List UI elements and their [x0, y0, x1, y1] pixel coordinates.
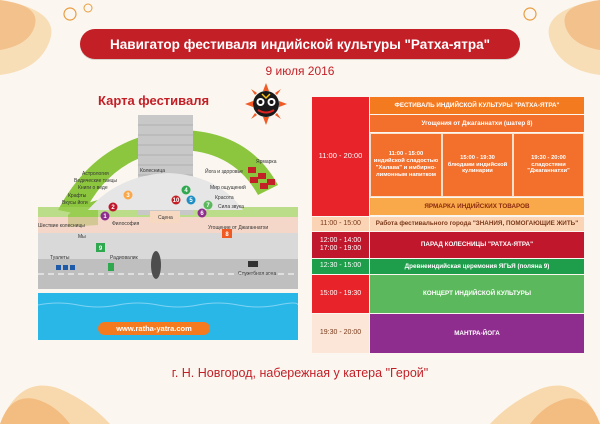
marker-5: 5 [189, 198, 193, 204]
corner-ornament-top-right [523, 0, 600, 75]
label-crafts: Крафты [68, 193, 87, 199]
festival-map: 1 2 3 4 5 6 7 8 9 10 Астрология Ведическ… [37, 115, 299, 340]
marker-2: 2 [111, 205, 115, 211]
schedule-table: 11:00 - 20:00 ФЕСТИВАЛЬ ИНДИЙСКОЙ КУЛЬТУ… [312, 97, 584, 353]
treats-header: Угощения от Джаганнатхи (шатер 8) [370, 115, 584, 132]
main-time: 11:00 - 20:00 [318, 151, 363, 161]
label-service: Служебная зона [238, 271, 276, 277]
row-4-time: 15:00 - 19:30 [312, 275, 369, 313]
row-2-time: 12:00 - 14:00 17:00 - 19:00 [312, 232, 369, 258]
label-treats: Угощение от Джаганнатхи [208, 225, 268, 231]
label-chariot: Колесница [140, 168, 165, 174]
label-yoga-power: Сила звука [218, 204, 244, 210]
row-2-event: ПАРАД КОЛЕСНИЦЫ "РАТХА-ЯТРА" [370, 232, 584, 258]
label-stage: Сцена [158, 215, 173, 221]
marker-1: 1 [103, 214, 107, 220]
label-children: Мы [78, 234, 86, 240]
marker-10: 10 [173, 198, 180, 204]
corner-ornament-bottom-right [490, 385, 600, 424]
label-festival-games: Вкусы йоги [62, 199, 88, 206]
label-yoga-health: Йога и здоровье [205, 167, 243, 175]
row-3-event: Древнеиндийская церемония ЯГЬЯ (поляна 9… [370, 259, 584, 274]
treat-2: 15:00 - 19:30 блюдами индийской кулинари… [442, 133, 513, 197]
address: г. Н. Новгород, набережная у катера "Гер… [171, 366, 429, 380]
label-vedic-dances: Ведические танцы [74, 178, 117, 184]
marker-3: 3 [126, 193, 130, 199]
label-vedic-books: Книги о веде [78, 185, 108, 191]
row-5-time: 19:30 - 20:00 [312, 314, 369, 353]
label-world-views: Мир ощущений [210, 184, 246, 191]
marker-6: 6 [200, 211, 204, 217]
page-title: Навигатор фестиваля индийской культуры "… [80, 29, 520, 59]
festival-date: 9 июля 2016 [265, 64, 335, 78]
marker-7: 7 [206, 203, 210, 209]
label-procession: Шествие колесницы [38, 223, 85, 229]
website-badge[interactable]: www.ratha-yatra.com [98, 322, 210, 335]
label-radio: Радиовалик [110, 255, 139, 261]
festival-header: ФЕСТИВАЛЬ ИНДИЙСКОЙ КУЛЬТУРЫ "РАТХА-ЯТРА… [370, 97, 584, 114]
festival-map-drawing: 1 2 3 4 5 6 7 8 9 10 Астрология Ведическ… [37, 115, 299, 340]
marker-8: 8 [225, 232, 229, 238]
marker-4: 4 [184, 188, 188, 194]
label-beauty: Красота [215, 195, 234, 201]
label-fair: Ярмарка [256, 159, 277, 165]
website-link[interactable]: www.ratha-yatra.com [116, 324, 192, 333]
treat-1: 11:00 - 15:00 индийской сладостью "Халав… [370, 133, 442, 197]
marker-9: 9 [99, 246, 103, 252]
row-3-time: 12:30 - 15:00 [312, 259, 369, 274]
row-1-time: 11:00 - 15:00 [312, 217, 369, 231]
label-astrology: Астрология [82, 171, 109, 177]
jagannath-sun-icon [245, 83, 287, 125]
row-4-event: КОНЦЕРТ ИНДИЙСКОЙ КУЛЬТУРЫ [370, 275, 584, 313]
corner-ornament-bottom-left [0, 385, 110, 424]
fair-header: ЯРМАРКА ИНДИЙСКИХ ТОВАРОВ [370, 198, 584, 215]
treat-3: 19:30 - 20:00 сладостями "Джаганнатхи" [513, 133, 584, 197]
row-1-event: Работа фестивального города "ЗНАНИЯ, ПОМ… [370, 217, 584, 231]
label-philosophy: Философия [112, 221, 140, 227]
map-title: Карта фестиваля [98, 93, 210, 108]
row-5-event: МАНТРА-ЙОГА [370, 314, 584, 353]
corner-ornament-top-left [0, 0, 93, 75]
label-toilets: Туалеты [50, 255, 70, 261]
main-time-cell: 11:00 - 20:00 [312, 97, 369, 216]
